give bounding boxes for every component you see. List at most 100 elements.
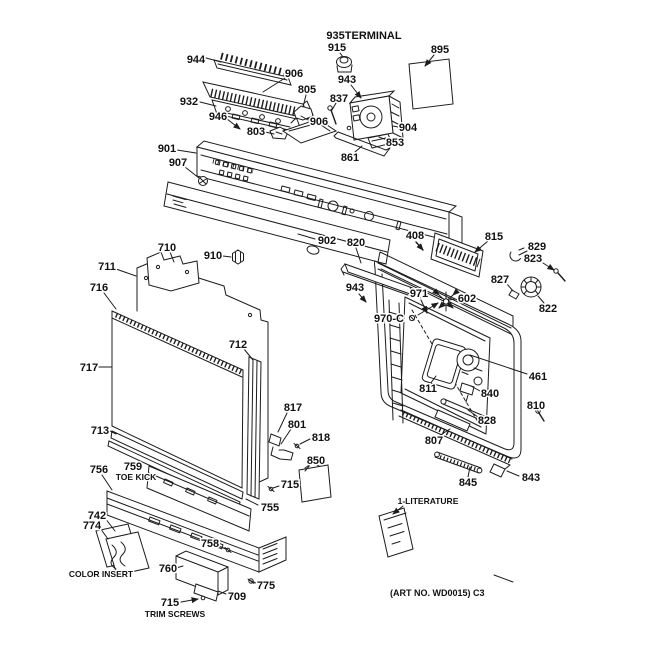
part-label-color-insert: COLOR INSERT <box>69 569 134 579</box>
part-843-foot <box>489 463 511 478</box>
part-label-toe-kick: TOE KICK <box>116 472 157 482</box>
part-label-843: 843 <box>522 472 540 484</box>
part-label-760: 760 <box>159 563 177 575</box>
part-label-910: 910 <box>204 250 222 262</box>
part-label-716: 716 <box>90 282 108 294</box>
part-literature-booklet <box>378 507 414 558</box>
part-label-715a: 715 <box>281 479 299 491</box>
part-label-756: 756 <box>90 464 108 476</box>
part-label-461: 461 <box>529 371 547 383</box>
part-label-906a: 906 <box>285 68 303 80</box>
part-602-fastener-burst <box>432 288 460 312</box>
part-label-906b: 906 <box>310 116 328 128</box>
part-label-943b: 943 <box>346 282 364 294</box>
part-label-822: 822 <box>539 303 557 315</box>
part-label-715b: 715 <box>161 597 179 609</box>
part-label-837: 837 <box>330 93 348 105</box>
part-408-arrow <box>415 241 424 251</box>
part-910-nut <box>232 249 244 265</box>
part-label-902: 902 <box>318 235 336 247</box>
part-label-970-c: 970-C <box>374 313 404 325</box>
part-828-handle-rod <box>434 398 487 432</box>
part-801-hinge-arm <box>270 446 294 461</box>
part-827-clip <box>508 289 520 300</box>
part-label-943a: 943 <box>338 74 356 86</box>
part-label-820: 820 <box>347 237 365 249</box>
part-label-818: 818 <box>312 432 330 444</box>
part-label-861: 861 <box>341 152 359 164</box>
part-815-vent-grille <box>430 232 484 278</box>
part-label-815: 815 <box>485 231 503 243</box>
part-829-clip <box>509 247 525 262</box>
part-label-915: 915 <box>328 42 346 54</box>
part-label-932: 932 <box>180 96 198 108</box>
part-907-screw <box>198 176 208 186</box>
part-902-panel-insert <box>163 181 391 265</box>
part-label-713: 713 <box>91 425 109 437</box>
part-758-screw <box>224 547 232 553</box>
part-822-knob-cap <box>520 276 542 298</box>
part-label-712: 712 <box>229 339 247 351</box>
part-709-foot <box>193 583 219 602</box>
part-label-944: 944 <box>187 54 206 66</box>
part-944-button-extender <box>213 52 292 86</box>
part-label-845: 845 <box>459 477 477 489</box>
part-label-807: 807 <box>425 435 443 447</box>
part-label-971: 971 <box>410 288 428 300</box>
part-811-dispenser <box>421 338 483 390</box>
part-label-935-terminal: 935TERMINAL <box>326 30 401 42</box>
part-970-screw <box>408 314 416 322</box>
part-861-arm <box>333 125 391 157</box>
part-895-panel-sheet <box>408 58 454 110</box>
part-817-link <box>268 433 282 447</box>
part-850-plate <box>298 462 332 503</box>
part-823-screw <box>553 268 566 282</box>
part-807-bottom-channel <box>398 409 513 466</box>
part-label-907: 907 <box>169 157 187 169</box>
part-915-terminal-grommet <box>336 56 353 73</box>
part-label-817: 817 <box>284 402 302 414</box>
part-label-827: 827 <box>491 274 509 286</box>
part-820-channel-bracket <box>340 263 422 299</box>
part-label-trim-screws: TRIM SCREWS <box>145 609 206 619</box>
part-label-823: 823 <box>524 253 542 265</box>
part-803-clip <box>269 126 289 140</box>
part-label-742: 742 <box>88 510 106 522</box>
part-label-717: 717 <box>80 362 98 374</box>
part-label-850: 850 <box>307 455 325 467</box>
part-label-602: 602 <box>458 293 476 305</box>
part-label-408: 408 <box>406 230 424 242</box>
part-label-853: 853 <box>386 137 404 149</box>
part-805-bracket <box>290 105 314 124</box>
part-right-door-liner-edges <box>377 251 514 327</box>
part-label-774: 774 <box>83 520 102 532</box>
part-label-840: 840 <box>481 388 499 400</box>
art-number-note: (ART NO. WD0015) C3 <box>390 588 485 598</box>
part-756-toe-panel <box>106 490 287 573</box>
part-818-screw <box>293 443 301 449</box>
part-label-829: 829 <box>528 241 546 253</box>
part-label-901: 901 <box>158 143 176 155</box>
part-717-front-door-panel <box>111 310 244 489</box>
part-label-758: 758 <box>201 538 219 550</box>
part-label-805: 805 <box>298 84 316 96</box>
part-label-895: 895 <box>431 44 449 56</box>
part-label-828: 828 <box>478 415 496 427</box>
part-904-timer <box>348 90 404 141</box>
part-label-803: 803 <box>247 126 265 138</box>
part-906-small-bracket <box>281 118 338 144</box>
part-label-709: 709 <box>228 591 246 603</box>
part-label-904: 904 <box>399 122 418 134</box>
part-label-literature: 1-LITERATURE <box>398 496 459 506</box>
part-712-side-channel <box>246 356 262 500</box>
part-760-bracket <box>175 550 229 596</box>
part-label-755: 755 <box>261 502 279 514</box>
part-710-top-bracket <box>146 251 200 292</box>
part-hinge-strap-ladder <box>388 299 404 424</box>
part-837-screw <box>327 105 337 125</box>
part-715-trim-screw <box>200 595 206 601</box>
part-label-711: 711 <box>98 261 116 273</box>
part-742-774-color-insert <box>95 523 150 576</box>
